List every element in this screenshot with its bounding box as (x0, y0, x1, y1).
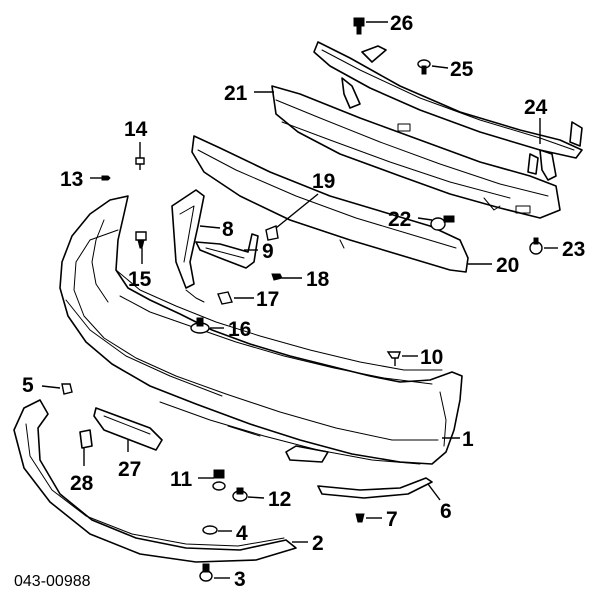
clip-5-part[interactable] (61, 383, 73, 395)
clip-25-part[interactable] (417, 59, 431, 75)
callout-20: 20 (496, 254, 519, 277)
callout-2: 2 (312, 532, 324, 555)
callout-12: 12 (268, 488, 291, 511)
bumper-cover-part[interactable] (59, 195, 463, 465)
callout-18: 18 (306, 268, 330, 291)
callout-23: 23 (562, 238, 585, 261)
clip-4-part[interactable] (202, 525, 218, 535)
clip-13-part[interactable] (101, 175, 111, 181)
nut-23-part[interactable] (529, 237, 543, 255)
callout-labels: 1 2 3 4 5 6 7 8 9 10 11 12 13 14 15 16 1… (14, 12, 585, 591)
screw-11-part[interactable] (212, 469, 226, 491)
callout-11: 11 (170, 468, 193, 491)
callout-7: 7 (386, 508, 398, 531)
callout-24: 24 (524, 96, 548, 119)
bolt-26-part[interactable] (353, 17, 365, 35)
side-bracket-part[interactable] (171, 189, 205, 303)
callout-5: 5 (22, 374, 34, 397)
callout-1: 1 (462, 428, 474, 451)
callout-14: 14 (124, 118, 148, 141)
callout-8: 8 (222, 218, 234, 241)
screw-3-part[interactable] (199, 563, 213, 582)
lower-lip-spoiler-part[interactable] (13, 399, 297, 563)
callout-27: 27 (118, 458, 141, 481)
callout-15: 15 (128, 268, 152, 291)
bumper-support-part[interactable] (191, 135, 469, 273)
callout-28: 28 (70, 472, 94, 495)
reinforcement-bar-part[interactable] (313, 41, 583, 181)
callout-26: 26 (390, 12, 413, 35)
callout-25: 25 (450, 58, 474, 81)
clip-12-part[interactable] (232, 487, 248, 502)
callout-9: 9 (262, 240, 274, 263)
lower-trim-right-part[interactable] (317, 477, 433, 499)
callout-3: 3 (234, 568, 246, 591)
callout-6: 6 (440, 500, 452, 523)
clip-18-part[interactable] (271, 273, 283, 281)
clip-10-part[interactable] (386, 351, 401, 366)
diagram-code: 043-00988 (14, 573, 91, 590)
callout-4: 4 (236, 522, 248, 545)
bracket-28-part[interactable] (79, 429, 93, 449)
clip-15-part[interactable] (135, 231, 147, 249)
callout-21: 21 (224, 82, 248, 105)
callout-22: 22 (388, 208, 411, 231)
callout-16: 16 (228, 318, 251, 341)
bolt-22-part[interactable] (430, 215, 455, 231)
screw-14-part[interactable] (135, 157, 145, 170)
leader-lines (41, 21, 558, 579)
energy-absorber-part[interactable] (271, 85, 561, 219)
retainer-part[interactable] (195, 233, 259, 269)
clip-19-part[interactable] (265, 225, 279, 241)
clip-17-part[interactable] (217, 291, 233, 305)
callout-10: 10 (420, 346, 443, 369)
callout-19: 19 (312, 170, 335, 193)
clip-7-part[interactable] (355, 513, 365, 523)
clip-16-part[interactable] (190, 317, 210, 334)
callout-13: 13 (60, 168, 83, 191)
callout-17: 17 (256, 288, 279, 311)
grille-insert-part[interactable] (93, 407, 163, 451)
